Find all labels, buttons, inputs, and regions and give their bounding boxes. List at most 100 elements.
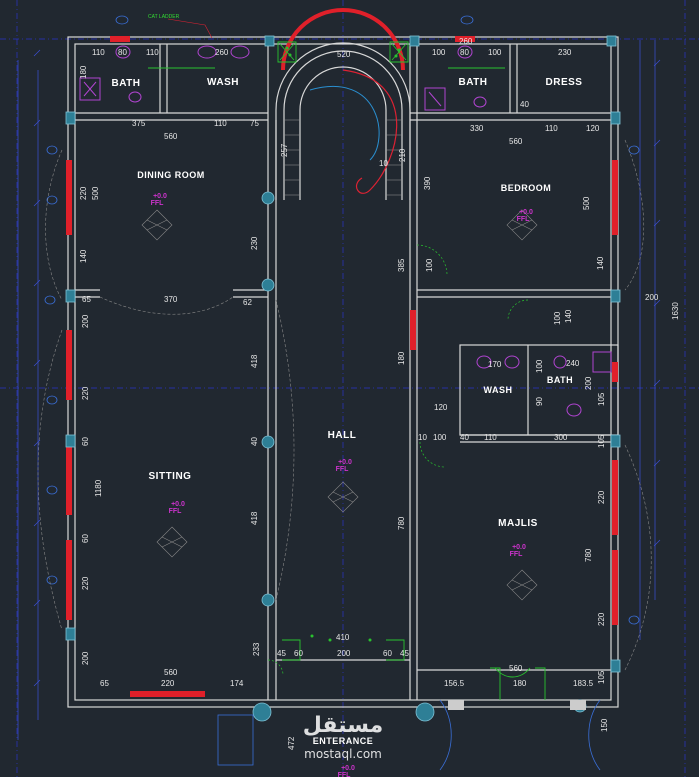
dim-label: 200 (81, 314, 90, 328)
dim-label: 140 (564, 309, 573, 323)
dim-label: 560 (509, 664, 523, 673)
dim-label: 105 (597, 434, 606, 448)
dim-label: 1630 (671, 302, 680, 320)
dim-label: 110 (214, 119, 227, 128)
side-dimension-chains (17, 40, 661, 740)
room-dress-label: DRESS (546, 77, 583, 88)
dim-label: 45 (400, 649, 409, 658)
level-majlis: +0.0 (512, 544, 526, 551)
level-ffl-majlis: FFL (510, 551, 524, 558)
dim-label: 110 (545, 124, 558, 133)
dim-label: 220 (79, 186, 88, 200)
dim-label: 110 (484, 433, 497, 442)
level-markers: +0.0 FFL +0.0 FFL +0.0 FFL +0.0 FFL +0.0… (151, 193, 533, 777)
dim-label: 150 (600, 718, 609, 732)
room-majlis-label: MAJLIS (498, 518, 538, 529)
dim-label: 100 (535, 359, 544, 373)
watermark-arabic: مستقل (303, 713, 383, 738)
dim-label: 780 (584, 548, 593, 562)
level-bedroom: +0.0 (519, 209, 533, 216)
dim-label: 220 (597, 612, 606, 626)
room-sitting-label: SITTING (149, 471, 192, 482)
dim-label: 110 (92, 48, 105, 57)
dim-label: 100 (433, 433, 447, 442)
dim-label: 780 (397, 516, 406, 530)
dim-label: 90 (535, 397, 544, 406)
room-dining-label: DINING ROOM (137, 170, 205, 180)
dim-label: 220 (81, 576, 90, 590)
dim-label: 140 (596, 256, 605, 270)
level-ffl-entrance: FFL (338, 772, 352, 777)
watermark-site: mostaql.com (304, 747, 382, 761)
dim-label: 60 (81, 534, 90, 543)
dim-label: 418 (250, 511, 259, 525)
level-ffl-dining: FFL (151, 200, 165, 207)
dim-label: 200 (337, 649, 351, 658)
cat-ladder-annotation: CAT LADDER (148, 14, 180, 20)
room-bath-right-label: BATH (458, 77, 487, 88)
dim-label: 156.5 (444, 679, 465, 688)
dim-label: 520 (337, 50, 351, 59)
dim-label: 40 (520, 100, 529, 109)
floor-symbols (156, 209, 538, 601)
dim-label: 230 (250, 236, 259, 250)
dim-label: 260 (459, 37, 473, 46)
level-dining: +0.0 (153, 193, 167, 200)
room-wash-mid-label: WASH (484, 385, 513, 395)
level-hall: +0.0 (338, 459, 352, 466)
dim-label: 120 (434, 403, 448, 412)
cat-ladder-leader (167, 18, 213, 39)
dim-label: 260 (215, 48, 229, 57)
dim-label: 140 (79, 249, 88, 263)
dim-label: 10 (418, 433, 427, 442)
dashed-arcs (37, 139, 652, 671)
room-bedroom-label: BEDROOM (501, 183, 552, 193)
room-hall-label: HALL (328, 430, 357, 441)
dining-table-symbol (141, 209, 173, 241)
dim-label: 45 (277, 649, 286, 658)
dim-label: 100 (425, 258, 434, 272)
dim-label: 418 (250, 354, 259, 368)
dim-label: 10 (379, 159, 388, 168)
dim-label: 105 (597, 670, 606, 684)
door-swings (267, 244, 529, 676)
dim-label: 1180 (94, 479, 103, 497)
dim-label: 257 (280, 143, 289, 157)
dim-label: 100 (432, 48, 446, 57)
dim-label: 220 (597, 490, 606, 504)
dim-label: 110 (146, 48, 159, 57)
stair-curve (309, 86, 380, 161)
dim-label: 560 (164, 132, 178, 141)
stair-handrail (342, 69, 398, 194)
elevation-markers (44, 15, 640, 625)
dim-label: 330 (470, 124, 484, 133)
room-entrance-label: ENTERANCE (313, 736, 374, 746)
watermark: مستقل mostaql.com (303, 713, 383, 761)
bathroom-fixtures (79, 45, 612, 417)
dim-label: 180 (513, 679, 527, 688)
dim-label: 375 (132, 119, 146, 128)
dim-label: 230 (558, 48, 572, 57)
dim-label: 410 (336, 633, 350, 642)
stair-treads (284, 119, 402, 196)
dim-label: 100 (488, 48, 502, 57)
dim-label: 560 (164, 668, 178, 677)
dim-label: 170 (488, 360, 502, 369)
stair-top-arch (281, 8, 405, 71)
dim-label: 105 (597, 392, 606, 406)
dim-label: 180 (79, 65, 88, 79)
dim-label: 220 (81, 386, 90, 400)
level-ffl-hall: FFL (336, 466, 350, 473)
dim-label: 200 (645, 293, 659, 302)
dim-label: 560 (509, 137, 523, 146)
dim-label: 210 (398, 148, 407, 162)
columns (65, 35, 621, 722)
dim-label: 233 (252, 642, 261, 656)
dim-label: 100 (553, 311, 562, 325)
room-bath-left-label: BATH (111, 78, 140, 89)
planters (148, 41, 546, 700)
room-bath-mid-label: BATH (547, 375, 573, 385)
dim-label: 80 (118, 48, 127, 57)
